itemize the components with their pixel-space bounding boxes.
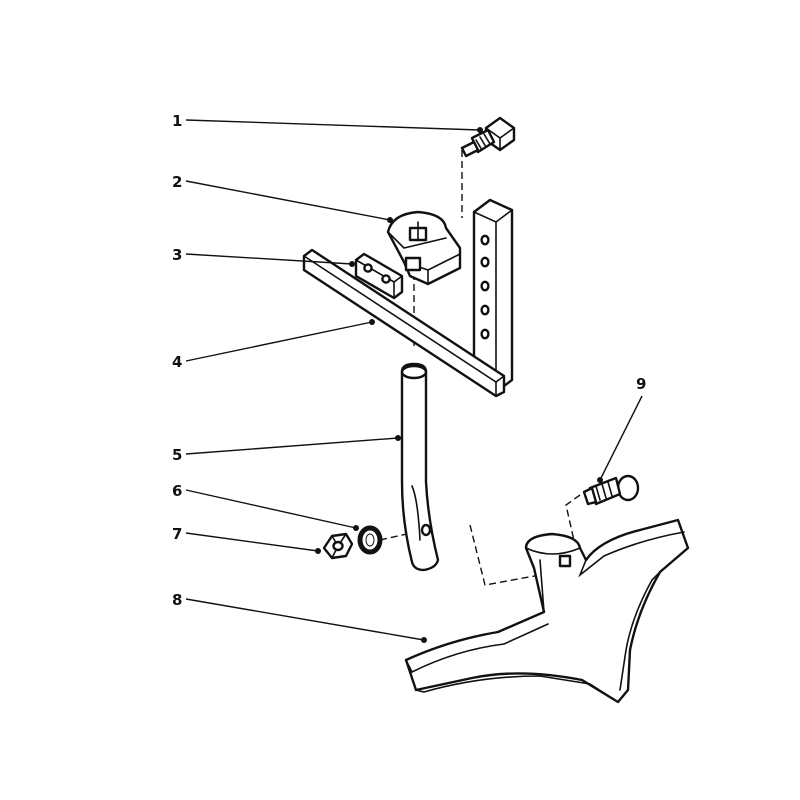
callout-1: 1	[172, 112, 182, 130]
callout-3: 3	[172, 246, 182, 264]
leader-lines	[185, 119, 643, 643]
sweep-blade-icon[interactable]	[404, 518, 690, 704]
clamp-bracket-icon[interactable]	[386, 210, 462, 286]
callout-2: 2	[172, 173, 182, 191]
callout-6: 6	[172, 482, 182, 500]
hex-nut-icon[interactable]	[322, 532, 354, 560]
shank-icon[interactable]	[400, 362, 440, 572]
callout-9: 9	[636, 375, 646, 393]
carriage-bolt-icon[interactable]	[460, 116, 516, 158]
clamp-plate-icon[interactable]	[354, 252, 404, 300]
callout-7: 7	[172, 525, 182, 543]
tool-bar-icon[interactable]	[302, 198, 514, 398]
lock-washer-icon[interactable]	[357, 525, 383, 555]
callout-4: 4	[172, 353, 182, 371]
callout-labels: 1 2 3 4 5 6 7 8 9	[172, 112, 646, 609]
plow-bolt-icon[interactable]	[582, 474, 640, 506]
callout-5: 5	[172, 446, 182, 464]
callout-8: 8	[172, 591, 182, 609]
